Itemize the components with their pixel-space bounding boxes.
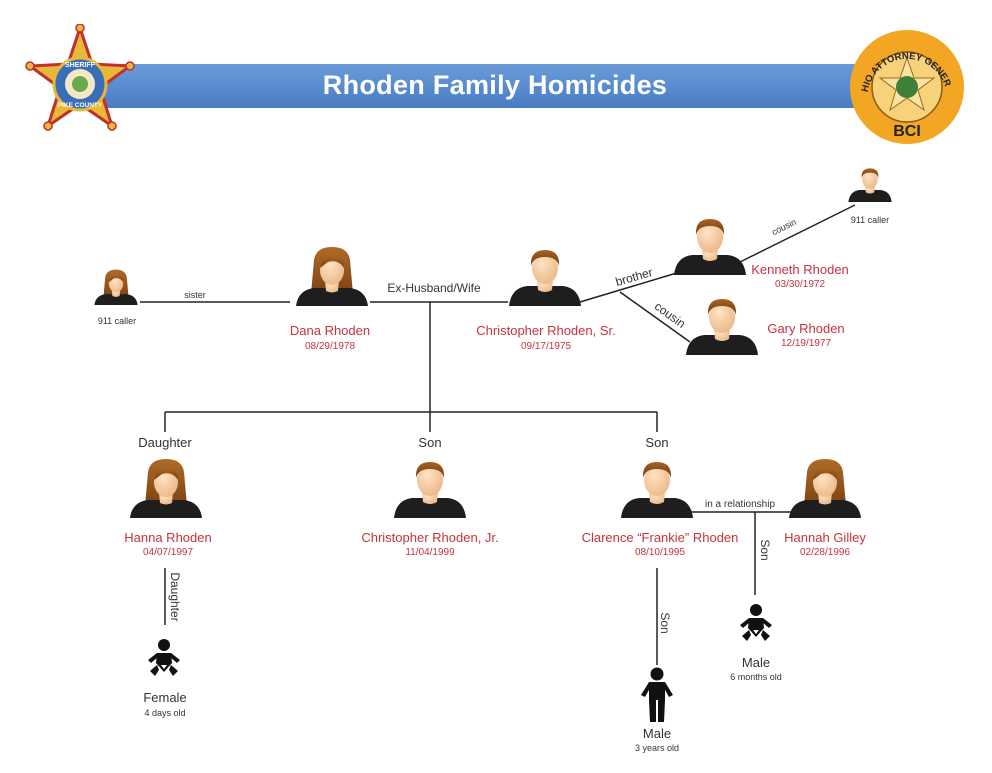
relation-in-a-relationship: in a relationship [704,499,776,510]
clarence-avatar [617,452,697,524]
caller-sister-caption: 911 caller [97,316,137,326]
kenneth-name: Kenneth Rhoden [751,262,849,277]
relation-son-vertical-frankie: Son [658,612,672,634]
dana-name: Dana Rhoden [289,323,371,338]
female-baby-label: Female [143,690,187,705]
bci-text: BCI [893,123,921,140]
chris-sr-date: 09/17/1975 [520,341,572,352]
page-title: Rhoden Family Homicides [322,70,668,100]
male-child-label: Male [642,726,672,741]
male-baby-age: 6 months old [730,672,782,682]
male-baby-label: Male [741,655,771,670]
hannah-gilley-name: Hannah Gilley [784,530,866,545]
hannah-gilley-avatar [785,452,865,524]
gary-date: 12/19/1977 [780,338,832,349]
hanna-avatar [126,452,206,524]
dana-avatar [292,240,372,312]
male-child-icon [637,667,677,723]
hannah-gilley-date: 02/28/1996 [799,547,851,558]
chris-jr-avatar [390,452,470,524]
male-baby-icon [736,596,776,650]
line-cousin-gary [619,291,691,343]
sheriff-top-text: SHERIFF [65,62,96,69]
clarence-name: Clarence “Frankie” Rhoden [581,530,739,545]
hanna-date: 04/07/1997 [142,547,194,558]
hanna-name: Hanna Rhoden [124,530,212,545]
sheriff-badge-logo: SHERIFF PIKE COUNTY [25,24,135,131]
chris-jr-name: Christopher Rhoden, Jr. [361,530,499,545]
female-baby-icon [144,630,184,686]
clarence-date: 08/10/1995 [634,547,686,558]
relation-ex-spouse: Ex-Husband/Wife [387,281,481,295]
caller-cousin-caption: 911 caller [850,215,890,225]
relation-sister: sister [184,290,206,300]
caller-sister-avatar [92,263,140,311]
male-child-age: 3 years old [634,743,680,753]
gary-name: Gary Rhoden [767,321,845,336]
chris-sr-avatar [505,240,585,312]
line-brother [579,271,681,303]
female-baby-age: 4 days old [144,708,186,718]
kenneth-date: 03/30/1972 [774,279,826,290]
chris-sr-name: Christopher Rhoden, Sr. [476,323,616,338]
relation-son-clarence: Son [645,435,669,450]
relation-daughter: Daughter [138,435,192,450]
title-banner: Rhoden Family Homicides [85,64,905,108]
relation-son-vertical-gilley: Son [758,539,772,561]
chris-jr-date: 11/04/1999 [405,547,455,558]
kenneth-avatar [670,210,750,280]
sheriff-bottom-text: PIKE COUNTY [58,102,103,109]
line-cousin-caller [739,204,856,263]
dana-date: 08/29/1978 [304,341,356,352]
relation-daughter-vertical: Daughter [168,572,182,622]
relation-son-chris-jr: Son [418,435,442,450]
caller-cousin-avatar [846,160,894,208]
ohio-ag-bci-logo: OHIO ATTORNEY GENERAL BCI [848,28,964,144]
